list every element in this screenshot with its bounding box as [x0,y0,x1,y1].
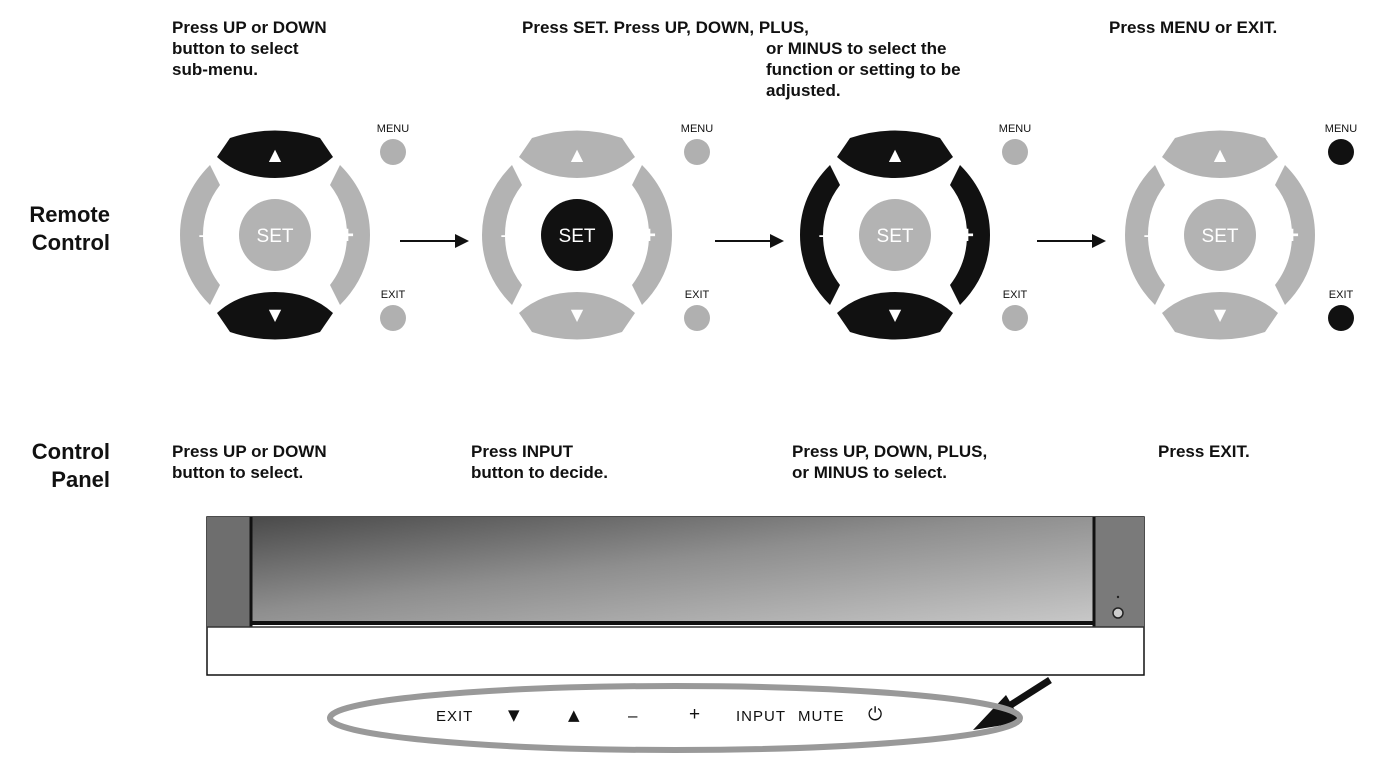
remote2-down-button[interactable] [519,292,635,340]
remote4-menu-label: MENU [1325,123,1357,135]
remote2-up-glyph: ▲ [571,145,584,164]
remote-step2-text-line1: Press SET. Press UP, DOWN, PLUS, [522,18,809,37]
remote3-plus-button[interactable] [950,165,990,305]
remote2-down-glyph: ▼ [571,305,584,324]
remote4-set-label: SET [1202,226,1239,247]
remote2-plus-glyph: + [642,222,656,249]
remote-step1-text: Press UP or DOWN button to select sub-me… [172,18,327,79]
remote2-menu-button[interactable] [684,139,710,165]
remote3-set-label: SET [877,226,914,247]
panel-power-button[interactable]: ⏻ [868,704,883,725]
flow-arrow-2 [715,234,784,248]
remote3-menu-button[interactable] [1002,139,1028,165]
remote1-plus-glyph: + [340,222,354,249]
remote2-exit-button[interactable] [684,305,710,331]
remote2-up-button[interactable] [519,130,635,179]
remote1-minus-glyph: - [198,222,205,247]
panel-input-button[interactable]: INPUT [736,708,786,725]
panel-mute-button[interactable]: MUTE [798,708,845,725]
power-led-dot [1116,595,1120,599]
remote-diagrams: SET ▲ ▼ - + MENU EXIT SET ▲ ▼ - + MENU E… [180,123,1357,340]
remote3-down-button[interactable] [837,292,953,340]
remote-1: SET ▲ ▼ - + [180,130,370,340]
remote2-exit-label: EXIT [685,289,710,301]
panel-exit-button[interactable]: EXIT [436,708,474,725]
remote1-set-label: SET [257,226,294,247]
remote1-up-glyph: ▲ [269,145,282,164]
remote3-up-glyph: ▲ [889,145,902,164]
remote3-up-button[interactable] [837,130,953,179]
remote3-menu-label: MENU [999,123,1031,135]
remote4-menu-button[interactable] [1328,139,1354,165]
remote1-minus-button[interactable] [180,165,220,305]
remote2-plus-button[interactable] [632,165,672,305]
remote-step2-text-rest: or MINUS to select the function or setti… [766,39,961,100]
panel-step1-text: Press UP or DOWN button to select. [172,442,327,482]
panel-step2-text: Press INPUT button to decide. [471,442,608,482]
remote1-menu-label: MENU [377,123,409,135]
remote2-set-button[interactable] [541,199,613,271]
remote2-set-label: SET [559,226,596,247]
remote-2: SET ▲ ▼ - + [482,130,672,340]
remote1-set-button[interactable] [239,199,311,271]
panel-plus-button[interactable]: + [689,704,701,725]
remote-4: SET ▲ ▼ - + [1125,130,1315,340]
monitor-bezel [206,516,1145,676]
remote-3: SET ▲ ▼ - + [800,130,990,340]
flow-arrow-1 [400,234,469,248]
remote1-up-button[interactable] [217,130,333,179]
control-panel-label: Control Panel [31,439,110,492]
remote3-minus-glyph: - [818,222,825,247]
remote4-up-glyph: ▲ [1214,145,1227,164]
remote1-down-button[interactable] [217,292,333,340]
power-led-icon [1112,607,1124,619]
remote2-minus-button[interactable] [482,165,522,305]
remote3-exit-button[interactable] [1002,305,1028,331]
remote1-exit-button[interactable] [380,305,406,331]
panel-step3-text: Press UP, DOWN, PLUS, or MINUS to select… [792,442,988,482]
remote-step4-text: Press MENU or EXIT. [1109,18,1278,37]
remote4-down-glyph: ▼ [1214,305,1227,324]
remote3-minus-button[interactable] [800,165,840,305]
remote4-minus-button[interactable] [1125,165,1165,305]
remote1-exit-label: EXIT [381,289,406,301]
remote2-menu-label: MENU [681,123,713,135]
remote1-menu-button[interactable] [380,139,406,165]
panel-up-button[interactable]: ▲ [568,706,580,724]
panel-step4-text: Press EXIT. [1158,442,1250,461]
remote-control-label: Remote Control [29,202,110,255]
remote4-down-button[interactable] [1162,292,1278,340]
remote4-exit-label: EXIT [1329,289,1354,301]
panel-down-button[interactable]: ▼ [508,706,520,724]
remote1-plus-button[interactable] [330,165,370,305]
remote4-exit-button[interactable] [1328,305,1354,331]
flow-arrow-3 [1037,234,1106,248]
panel-button-row: EXIT ▼ ▲ – + INPUT MUTE ⏻ [436,704,916,732]
remote4-set-button[interactable] [1184,199,1256,271]
remote3-exit-label: EXIT [1003,289,1028,301]
remote3-set-button[interactable] [859,199,931,271]
remote1-down-glyph: ▼ [269,305,282,324]
remote4-plus-glyph: + [1285,222,1299,249]
remote3-plus-glyph: + [960,222,974,249]
remote2-minus-glyph: - [500,222,507,247]
remote3-down-glyph: ▼ [889,305,902,324]
pointer-arrow [973,677,1052,730]
remote4-up-button[interactable] [1162,130,1278,179]
panel-minus-button[interactable]: – [628,706,638,725]
remote4-minus-glyph: - [1143,222,1150,247]
remote4-plus-button[interactable] [1275,165,1315,305]
